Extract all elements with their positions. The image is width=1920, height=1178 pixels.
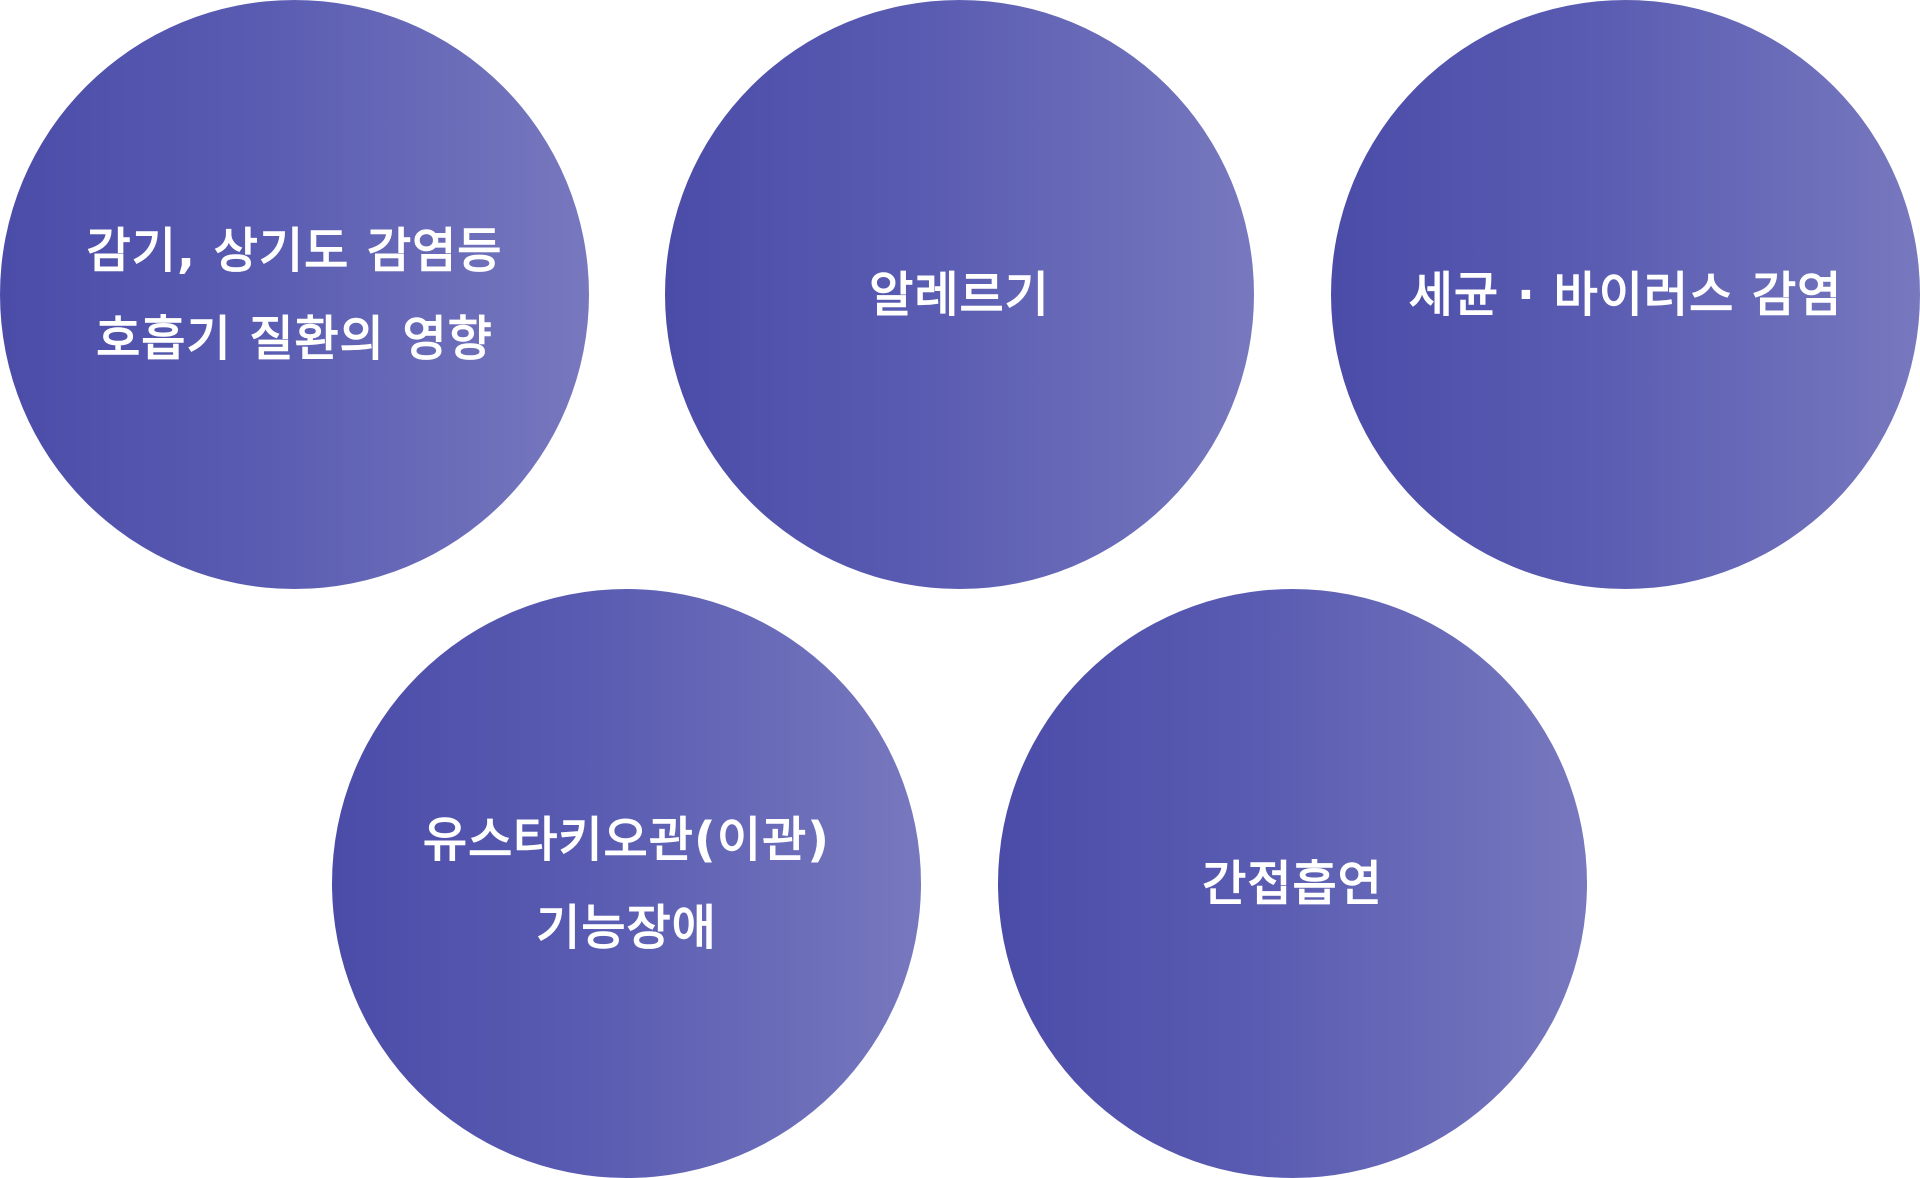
cause-circle-secondhand-smoke: 간접흡연 [998,589,1587,1178]
cause-label: 세균 · 바이러스 감염 [1369,251,1883,339]
cause-label-line: 감기, 상기도 감염등 [86,222,503,279]
cause-label-line: 호흡기 질환의 영향 [96,310,493,367]
cause-label: 유스타키오관(이관) 기능장애 [383,796,870,972]
cause-label-line: 유스타키오관(이관) [422,811,831,868]
cause-circle-cold-respiratory: 감기, 상기도 감염등 호흡기 질환의 영향 [0,0,589,589]
cause-label: 감기, 상기도 감염등 호흡기 질환의 영향 [47,207,543,383]
cause-label-line: 세균 · 바이러스 감염 [1408,266,1843,323]
cause-circle-allergy: 알레르기 [665,0,1254,589]
cause-label: 간접흡연 [1162,840,1423,928]
cause-label-line: 간접흡연 [1202,855,1383,912]
cause-circle-eustachian: 유스타키오관(이관) 기능장애 [332,589,921,1178]
cause-circle-infection: 세균 · 바이러스 감염 [1331,0,1920,589]
cause-label: 알레르기 [829,251,1090,339]
cause-label-line: 기능장애 [536,899,717,956]
cause-label-line: 알레르기 [869,266,1050,323]
